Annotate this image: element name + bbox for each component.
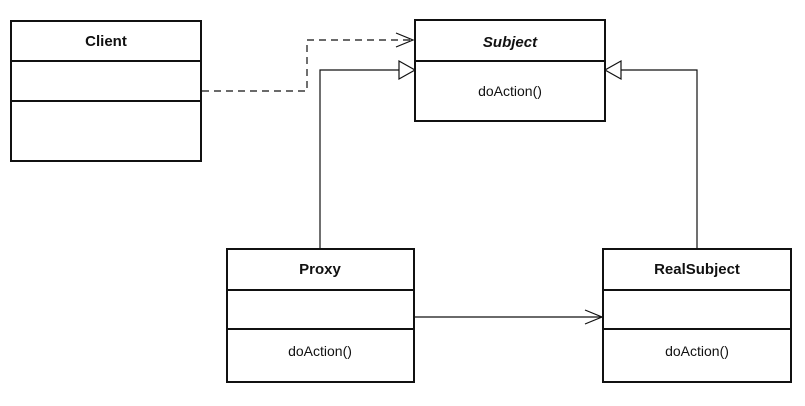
class-proxy: Proxy doAction() [226,248,415,383]
class-realsubject-name: RealSubject [654,261,740,278]
client-subject-open-arrowhead [395,32,415,48]
class-realsubject: RealSubject doAction() [602,248,792,383]
class-subject-method: doAction() [478,83,542,99]
class-subject-box [414,19,606,122]
realsubject-subject-generalization-line [621,69,698,248]
class-client-box [10,20,202,162]
class-client: Client [10,20,202,162]
proxy-subject-generalization-line [319,69,399,248]
class-proxy-box [226,248,415,383]
class-realsubject-box [602,248,792,383]
class-realsubject-method: doAction() [665,343,729,359]
class-proxy-method: doAction() [288,343,352,359]
class-client-name: Client [85,33,127,50]
class-subject: Subject doAction() [414,19,606,122]
client-subject-dependency-line [202,39,413,92]
class-proxy-name: Proxy [299,261,341,278]
class-subject-name: Subject [483,34,538,51]
realsubject-subject-hollow-triangle [603,59,622,81]
proxy-subject-hollow-triangle [398,59,417,81]
